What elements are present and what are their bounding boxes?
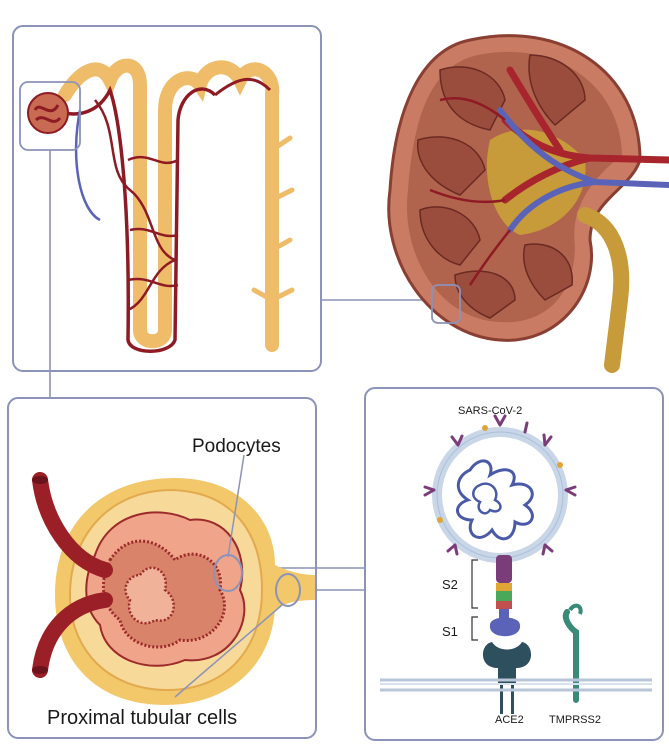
tmprss2-protease — [566, 606, 581, 700]
domain-brackets — [472, 560, 478, 640]
sars-cov-2-virion — [425, 416, 575, 558]
s2-label: S2 — [442, 577, 458, 592]
podocytes-label: Podocytes — [192, 436, 281, 457]
nephron-illustration — [20, 66, 292, 352]
kidney-illustration — [389, 36, 669, 365]
s1-label: S1 — [442, 624, 458, 639]
spike-protein-detail — [490, 555, 520, 636]
virus-label: SARS-CoV-2 — [458, 405, 522, 417]
ace2-receptor — [483, 642, 531, 714]
glomerulus-illustration — [32, 455, 315, 705]
tmprss2-label: TMPRSS2 — [549, 714, 601, 726]
ace2-label: ACE2 — [495, 714, 524, 726]
cell-membrane — [380, 680, 652, 690]
proximal-tubular-cells-label: Proximal tubular cells — [47, 707, 237, 729]
